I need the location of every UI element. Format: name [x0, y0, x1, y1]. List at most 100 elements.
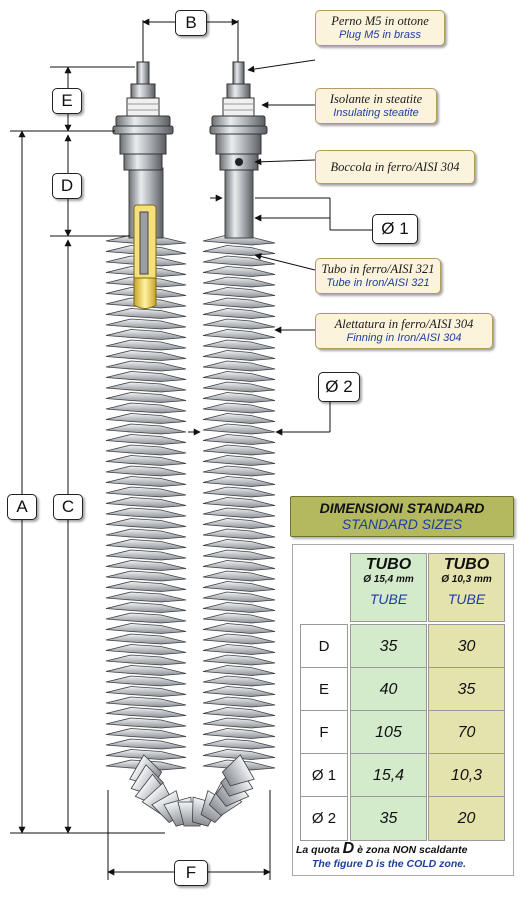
table-cell: 10,3: [428, 753, 505, 798]
fin: [202, 476, 276, 487]
standard-sizes-title-en: STANDARD SIZES: [341, 516, 463, 532]
fin: [202, 654, 276, 666]
callout-plug-en: Plug M5 in brass: [339, 29, 421, 41]
callout-tube: Tubo in ferro/AISI 321 Tube in Iron/AISI…: [315, 258, 441, 294]
fin: [105, 539, 187, 550]
fin: [202, 560, 276, 571]
fin: [202, 665, 276, 676]
fin: [202, 255, 276, 267]
table-cell: 15,4: [350, 753, 427, 798]
fin: [202, 434, 276, 445]
fin: [105, 486, 187, 498]
note-letter: D: [342, 840, 355, 857]
fin: [202, 392, 276, 403]
column-header-size: Ø 10,3 mm: [441, 574, 492, 585]
fin: [202, 539, 276, 550]
fin: [202, 455, 276, 466]
row-label: D: [300, 624, 348, 669]
column-header-tube-10: TUBO Ø 10,3 mm TUBE: [428, 553, 505, 622]
table-cell: 35: [350, 624, 427, 669]
callout-finning-en: Finning in Iron/AISI 304: [346, 332, 462, 344]
right-terminal: [209, 61, 268, 171]
dim-label-e: E: [52, 88, 82, 114]
table-cell: 35: [428, 667, 505, 712]
fin: [202, 287, 276, 298]
fin: [105, 728, 187, 739]
cold-zone-note-en: The figure D is the COLD zone.: [312, 858, 467, 870]
fin: [105, 360, 187, 372]
table-cell: 30: [428, 624, 505, 669]
fin: [105, 318, 187, 330]
column-header-tube-15: TUBO Ø 15,4 mm TUBE: [350, 553, 427, 622]
fin: [105, 413, 187, 424]
fin: [202, 717, 276, 729]
column-header-label-en: TUBE: [369, 591, 408, 607]
table-cell: 40: [350, 667, 427, 712]
fin: [105, 654, 187, 666]
fin: [202, 518, 276, 529]
fin: [105, 381, 187, 393]
callout-bushing: Boccola in ferro/AISI 304: [315, 150, 475, 184]
fin: [105, 371, 187, 382]
fin: [105, 707, 187, 718]
fin: [105, 423, 187, 435]
fin: [105, 749, 187, 760]
right-tube-cold-zone: [224, 167, 254, 239]
fin: [202, 465, 276, 477]
fin: [105, 402, 187, 414]
fin: [202, 245, 276, 256]
fin: [105, 476, 187, 487]
row-label: Ø 1: [300, 753, 348, 798]
dim-label-diameter-1: Ø 1: [372, 214, 418, 244]
fin: [105, 434, 187, 445]
fin: [202, 486, 276, 498]
callout-leaders: [188, 59, 372, 436]
fin: [105, 392, 187, 403]
fin: [105, 581, 187, 592]
callout-insulator-it: Isolante in steatite: [329, 92, 423, 106]
fin: [202, 423, 276, 435]
fin: [105, 686, 187, 697]
brass-resistance: [133, 277, 157, 309]
fin: [105, 633, 187, 645]
fin: [105, 528, 187, 540]
fin: [105, 465, 187, 477]
cold-zone-note-it: La quota D è zona NON scaldante: [296, 840, 512, 858]
callout-plug-it: Perno M5 in ottone: [331, 14, 429, 28]
dim-label-f: F: [174, 860, 208, 886]
fin: [105, 665, 187, 676]
fin: [105, 602, 187, 613]
finning-left: [105, 234, 187, 771]
fin: [202, 444, 276, 456]
column-header-label: TUBO: [443, 556, 490, 573]
fin: [105, 570, 187, 582]
fin: [202, 738, 276, 750]
fin: [202, 497, 276, 508]
column-header-size: Ø 15,4 mm: [363, 574, 414, 585]
fin: [202, 749, 276, 760]
column-header-label: TUBO: [365, 556, 412, 573]
row-label: Ø 2: [300, 796, 348, 841]
fin: [202, 276, 276, 288]
callout-finning: Alettatura in ferro/AISI 304 Finning in …: [315, 313, 493, 349]
fin: [202, 591, 276, 603]
table-cell: 105: [350, 710, 427, 755]
fin: [105, 350, 187, 361]
table-cell: 70: [428, 710, 505, 755]
fin: [105, 507, 187, 519]
fin: [202, 318, 276, 330]
fin: [202, 570, 276, 582]
table-cell: 35: [350, 796, 427, 841]
fin: [105, 675, 187, 687]
fin: [202, 297, 276, 309]
fin: [105, 455, 187, 466]
fin: [202, 413, 276, 424]
dim-label-a: A: [7, 494, 37, 520]
fin: [202, 371, 276, 382]
fin: [105, 696, 187, 708]
fin: [202, 266, 276, 277]
dim-label-c: C: [53, 494, 83, 520]
dim-label-diameter-2: Ø 2: [318, 372, 360, 402]
fin: [202, 675, 276, 687]
